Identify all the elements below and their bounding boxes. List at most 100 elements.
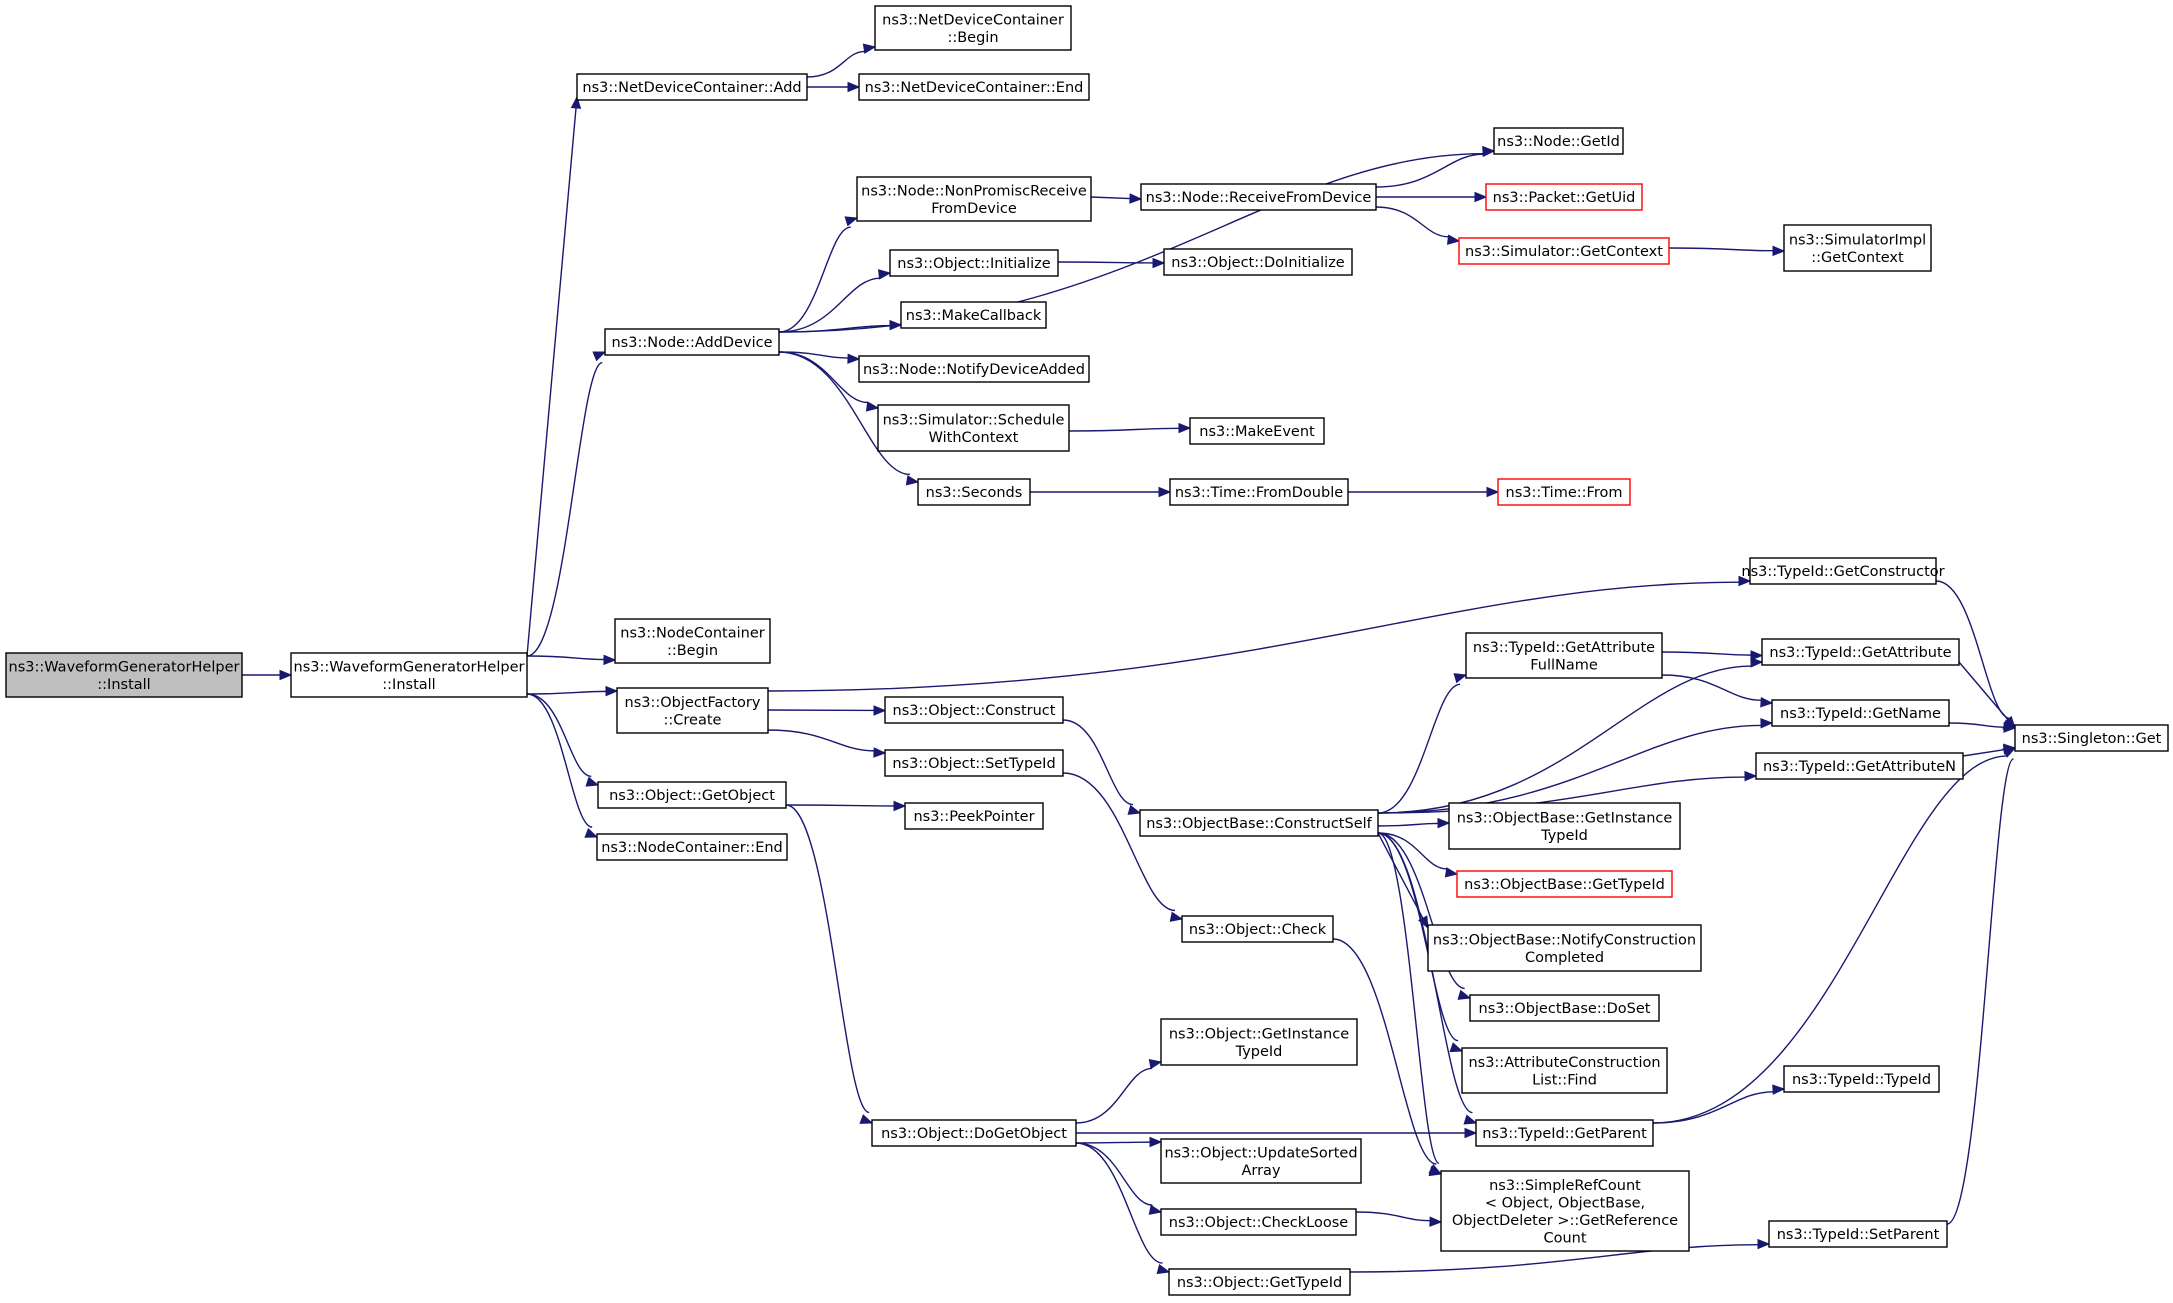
- node-obj-checkloose[interactable]: ns3::Object::CheckLoose: [1160, 1208, 1357, 1236]
- edge-objfactory-create-to-obj-settypeid: [767, 729, 887, 758]
- node-typeid-getconstructor[interactable]: ns3::TypeId::GetConstructor: [1741, 557, 1945, 585]
- arrowhead: [605, 685, 619, 697]
- node-obj-initialize[interactable]: ns3::Object::Initialize: [889, 249, 1059, 277]
- node-ndc-begin[interactable]: ns3::NetDeviceContainer::Begin: [874, 5, 1072, 51]
- node-nc-end[interactable]: ns3::NodeContainer::End: [596, 833, 788, 861]
- node-typeid-getattribute[interactable]: ns3::TypeId::GetAttribute: [1761, 638, 1960, 666]
- node-time-fromdouble[interactable]: ns3::Time::FromDouble: [1169, 478, 1349, 506]
- node-node-notify[interactable]: ns3::Node::NotifyDeviceAdded: [858, 355, 1090, 383]
- node-label: ::Install: [382, 677, 435, 693]
- edge-line: [1958, 661, 2009, 721]
- edge-obj-construct-to-objbase-constructself: [1062, 719, 1142, 815]
- node-typeid-setparent[interactable]: ns3::TypeId::SetParent: [1768, 1220, 1948, 1248]
- node-typeid-getattributen[interactable]: ns3::TypeId::GetAttributeN: [1755, 752, 1964, 780]
- node-label: ns3::NetDeviceContainer::Add: [582, 80, 801, 96]
- edge-line: [1377, 665, 1752, 814]
- node-box: [2014, 724, 2169, 752]
- node-label: ns3::Object::CheckLoose: [1169, 1215, 1348, 1231]
- edge-obj-dogetobject-to-typeid-getparent: [1076, 1127, 1478, 1139]
- node-label: ns3::Node::GetId: [1497, 134, 1620, 150]
- node-peekpointer[interactable]: ns3::PeekPointer: [904, 802, 1044, 830]
- node-node-adddevice[interactable]: ns3::Node::AddDevice: [604, 328, 780, 356]
- node-box: [904, 802, 1044, 830]
- node-time-from[interactable]: ns3::Time::From: [1497, 478, 1631, 506]
- edge-obj-getobject-to-obj-dogetobject: [785, 804, 874, 1124]
- edge-line: [1075, 1141, 1151, 1144]
- node-obj-doinitialize[interactable]: ns3::Object::DoInitialize: [1163, 248, 1353, 276]
- node-sim-getcontext[interactable]: ns3::Simulator::GetContext: [1458, 237, 1670, 265]
- node-ndc-add[interactable]: ns3::NetDeviceContainer::Add: [576, 73, 808, 101]
- node-objbase-notify[interactable]: ns3::ObjectBase::NotifyConstructionCompl…: [1427, 924, 1702, 972]
- node-objfactory-create[interactable]: ns3::ObjectFactory::Create: [616, 687, 769, 734]
- arrowhead: [570, 95, 582, 109]
- arrowhead: [865, 401, 880, 412]
- node-objbase-constructself[interactable]: ns3::ObjectBase::ConstructSelf: [1139, 809, 1379, 837]
- arrowhead: [1457, 989, 1472, 1000]
- node-seconds[interactable]: ns3::Seconds: [917, 478, 1031, 506]
- edge-line: [1948, 722, 2005, 728]
- node-box: [1163, 248, 1353, 276]
- edge-obj-getobject-to-peekpointer: [785, 800, 907, 812]
- node-label: ns3::MakeEvent: [1199, 424, 1315, 440]
- node-nc-begin[interactable]: ns3::NodeContainer::Begin: [614, 618, 771, 664]
- node-obj-getobject[interactable]: ns3::Object::GetObject: [597, 781, 787, 809]
- node-box: [1461, 1047, 1668, 1094]
- edge-objbase-constructself-to-typeid-getname: [1377, 717, 1774, 814]
- node-label: ns3::SimulatorImpl: [1789, 232, 1926, 248]
- edge-line: [1962, 748, 2005, 757]
- edge-line: [1377, 776, 1746, 814]
- node-makecallback[interactable]: ns3::MakeCallback: [900, 301, 1047, 329]
- node-label: Array: [1241, 1163, 1280, 1179]
- node-label: ns3::TypeId::GetParent: [1482, 1126, 1647, 1142]
- node-obj-check[interactable]: ns3::Object::Check: [1181, 915, 1334, 943]
- node-simplerefcount[interactable]: ns3::SimpleRefCount< Object, ObjectBase,…: [1440, 1170, 1690, 1252]
- node-label: ns3::Node::AddDevice: [611, 335, 772, 351]
- node-objbase-gettypeid[interactable]: ns3::ObjectBase::GetTypeId: [1456, 870, 1673, 898]
- node-label: ns3::ObjectBase::ConstructSelf: [1146, 816, 1372, 832]
- node-helper-install[interactable]: ns3::WaveformGeneratorHelper::Install: [290, 652, 528, 698]
- edge-obj-dogetobject-to-obj-getinstancetypeid: [1075, 1058, 1163, 1124]
- edge-line: [778, 351, 910, 476]
- node-objbase-doset[interactable]: ns3::ObjectBase::DoSet: [1469, 994, 1660, 1022]
- node-obj-dogetobject[interactable]: ns3::Object::DoGetObject: [871, 1119, 1077, 1147]
- node-root[interactable]: ns3::WaveformGeneratorHelper::Install: [5, 652, 243, 698]
- node-simimpl-getcontext[interactable]: ns3::SimulatorImpl::GetContext: [1783, 224, 1932, 272]
- node-label: ObjectDeleter >::GetReference: [1452, 1213, 1678, 1229]
- edge-obj-gettypeid-to-typeid-setparent: [1349, 1238, 1771, 1273]
- edge-line: [778, 324, 891, 333]
- node-label: ns3::TypeId::GetAttribute: [1473, 640, 1655, 656]
- node-ndc-end[interactable]: ns3::NetDeviceContainer::End: [858, 73, 1090, 101]
- node-typeid-getparent[interactable]: ns3::TypeId::GetParent: [1475, 1119, 1654, 1147]
- node-box: [614, 618, 771, 664]
- node-typeid-typeid[interactable]: ns3::TypeId::TypeId: [1783, 1065, 1940, 1093]
- node-label: ns3::TypeId::GetAttributeN: [1763, 759, 1956, 775]
- node-packet-getuid[interactable]: ns3::Packet::GetUid: [1485, 183, 1643, 211]
- node-obj-settypeid[interactable]: ns3::Object::SetTypeId: [884, 749, 1064, 777]
- arrowhead: [1444, 867, 1459, 878]
- arrowhead: [2003, 722, 2017, 733]
- node-node-receive[interactable]: ns3::Node::ReceiveFromDevice: [1140, 183, 1377, 211]
- edge-line: [526, 655, 605, 661]
- node-label: ns3::NodeContainer: [620, 625, 764, 641]
- node-label: ns3::Time::From: [1506, 485, 1623, 501]
- edge-obj-check-to-simplerefcount: [1332, 938, 1443, 1177]
- node-label: ns3::TypeId::SetParent: [1777, 1227, 1940, 1243]
- node-node-getid[interactable]: ns3::Node::GetId: [1493, 127, 1624, 155]
- node-singleton-get[interactable]: ns3::Singleton::Get: [2014, 724, 2169, 752]
- node-typeid-getname[interactable]: ns3::TypeId::GetName: [1771, 699, 1950, 727]
- node-obj-construct[interactable]: ns3::Object::Construct: [884, 696, 1064, 724]
- arrowhead: [1464, 1127, 1478, 1139]
- node-makeevent[interactable]: ns3::MakeEvent: [1189, 417, 1325, 445]
- node-box: [5, 652, 243, 698]
- node-box: [856, 176, 1092, 222]
- node-label: ns3::ObjectBase::NotifyConstruction: [1433, 932, 1696, 948]
- node-label: ns3::Object::GetInstance: [1169, 1026, 1349, 1042]
- node-obj-gettypeid[interactable]: ns3::Object::GetTypeId: [1168, 1268, 1351, 1296]
